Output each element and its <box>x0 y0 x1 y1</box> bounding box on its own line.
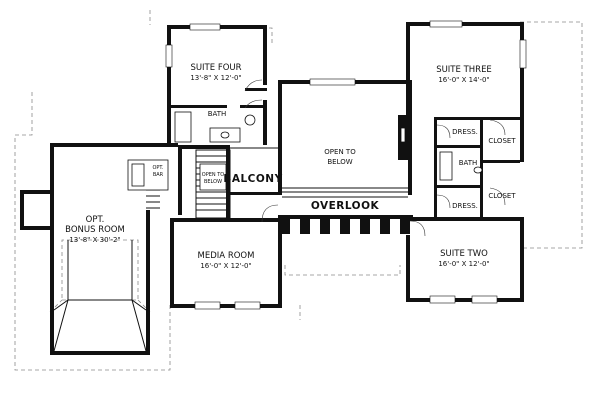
main-open-to-below-1: OPEN TO <box>324 148 356 156</box>
suite-three-name: SUITE THREE <box>436 65 492 75</box>
suite-two-name: SUITE TWO <box>440 249 488 259</box>
media-room-name: MEDIA ROOM <box>198 251 255 261</box>
suite-three-size: 16'-0" X 14'-0" <box>438 76 489 84</box>
dress-top-label: DRESS. <box>452 128 478 136</box>
closet-top-label: CLOSET <box>488 137 516 145</box>
bonus-room-size: 13'-8" X 30'-2" <box>69 236 120 244</box>
suite-two <box>406 217 524 304</box>
stair-open-to-below-2: BELOW <box>204 179 222 185</box>
suite-two-size: 16'-0" X 12'-0" <box>438 260 489 268</box>
overlook-label: OVERLOOK <box>311 200 380 212</box>
media-room <box>170 204 282 310</box>
bonus-room <box>20 143 178 355</box>
open-to-below-area <box>278 78 412 195</box>
balcony-label: BALCONY <box>223 173 282 185</box>
balcony <box>226 147 281 195</box>
stair <box>178 145 231 220</box>
stair-open-to-below-1: OPEN TO <box>202 172 224 178</box>
suite-four-name: SUITE FOUR <box>190 63 241 73</box>
closet-bottom-label: CLOSET <box>488 192 516 200</box>
bath-suite-three-label: BATH <box>459 159 478 167</box>
main-open-to-below-2: BELOW <box>327 158 352 166</box>
opt-bar-label-1: OPT. <box>152 165 163 171</box>
suite-three <box>406 20 527 217</box>
media-room-size: 16'-0" X 12'-0" <box>200 262 251 270</box>
dress-bottom-label: DRESS. <box>452 202 478 210</box>
opt-bar-label-2: BAR <box>153 172 164 178</box>
suite-four-bath-label: BATH <box>208 110 227 118</box>
suite-four-size: 13'-8" X 12'-0" <box>190 74 241 82</box>
bonus-room-name-1: OPT. <box>86 215 105 225</box>
opt-bar: OPT. BAR <box>127 159 169 191</box>
bonus-room-name-2: BONUS ROOM <box>65 225 125 235</box>
suite-four <box>165 23 267 145</box>
overlook <box>278 196 413 234</box>
